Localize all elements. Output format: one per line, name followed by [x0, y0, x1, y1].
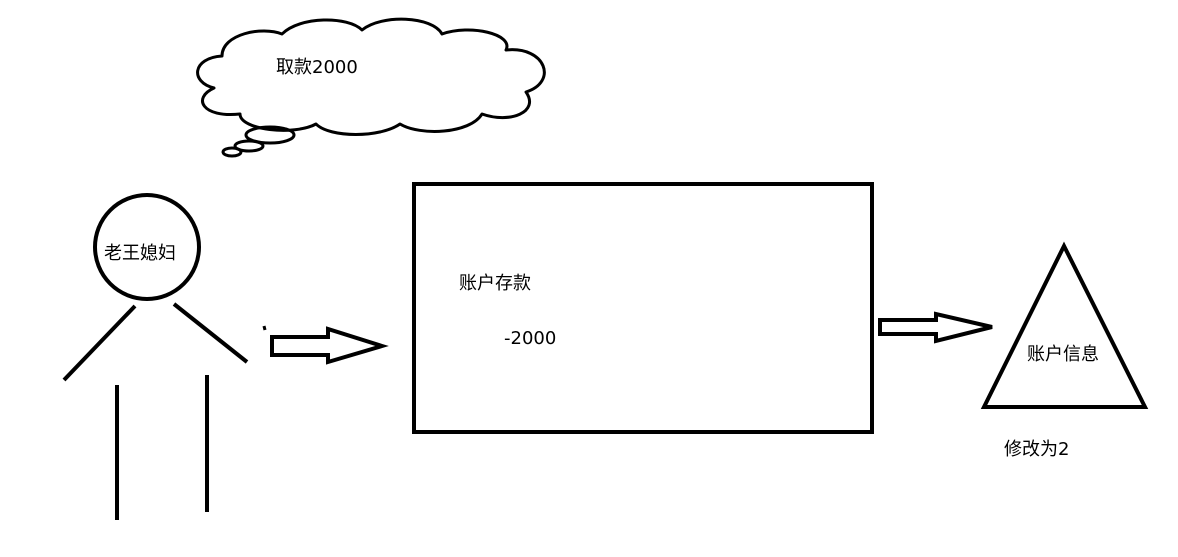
thought-bubble-text: 取款2000 [276, 57, 358, 78]
bubble-dot-small [221, 146, 243, 158]
arrow-account-to-info [878, 311, 993, 344]
account-box-frame [412, 182, 874, 434]
bubble-dot-large [244, 125, 296, 145]
account-box-title: 账户存款 [459, 273, 531, 294]
person-head [93, 193, 201, 301]
thought-bubble: 取款2000 [196, 17, 546, 158]
person-left-arm [62, 304, 137, 382]
bubble-dot-medium [233, 139, 265, 153]
stray-mark [262, 325, 267, 331]
person-label: 老王媳妇 [104, 243, 176, 264]
account-info: 账户信息 修改为2 [980, 241, 1149, 460]
cloud-shape [196, 17, 546, 136]
person-figure: 老王媳妇 [62, 193, 249, 520]
account-info-caption: 修改为2 [1004, 439, 1069, 460]
person-right-arm [172, 302, 249, 364]
account-info-triangle [980, 241, 1149, 409]
account-box: 账户存款 -2000 [412, 182, 874, 434]
arrow-person-to-account [270, 326, 389, 365]
account-box-change: -2000 [504, 328, 556, 349]
account-info-label: 账户信息 [1027, 344, 1099, 365]
